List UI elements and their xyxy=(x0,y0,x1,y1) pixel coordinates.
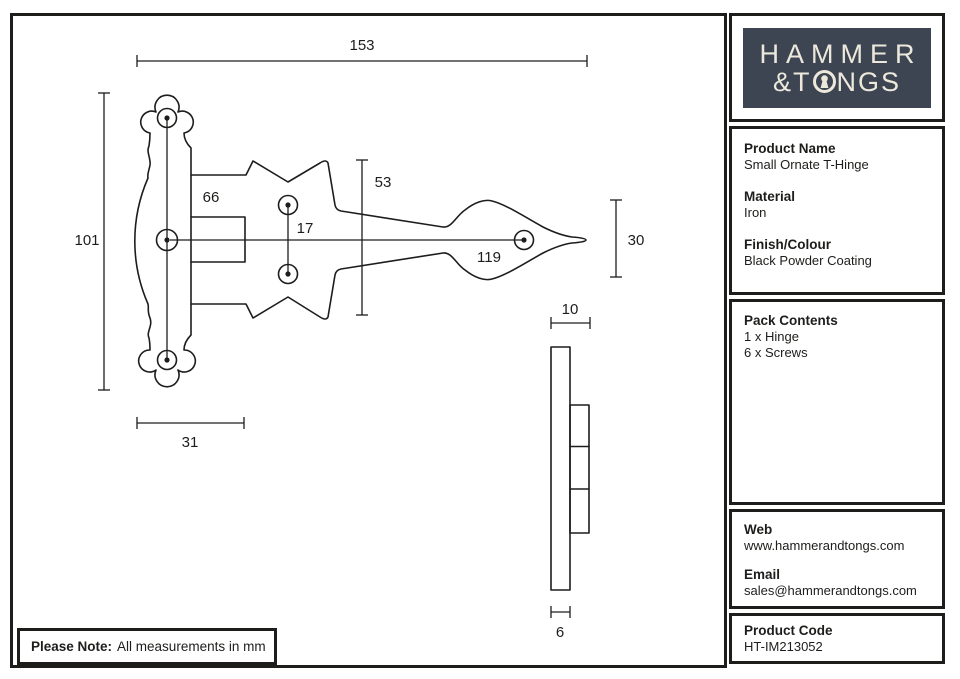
dim-label-10: 10 xyxy=(562,301,579,318)
measurements-note: Please Note: All measurements in mm xyxy=(17,628,277,665)
dim-label-66: 66 xyxy=(203,189,220,206)
logo-line2: &T NGS xyxy=(773,68,901,96)
finish-group: Finish/Colour Black Powder Coating xyxy=(744,237,930,269)
email-value: sales@hammerandtongs.com xyxy=(744,583,917,598)
dim-label-17: 17 xyxy=(297,220,314,237)
web-value: www.hammerandtongs.com xyxy=(744,538,905,553)
pack-contents-box: Pack Contents 1 x Hinge 6 x Screws xyxy=(729,299,945,505)
email-group: Email sales@hammerandtongs.com xyxy=(744,567,930,599)
dimension-17: 17 xyxy=(297,220,314,237)
dimension-101: 101 xyxy=(74,92,110,391)
finish-label: Finish/Colour xyxy=(744,237,831,252)
product-name-value: Small Ornate T-Hinge xyxy=(744,157,869,172)
dim-label-6: 6 xyxy=(556,624,564,641)
dimension-30: 30 xyxy=(610,199,645,278)
dim-label-30: 30 xyxy=(628,232,645,249)
dim-label-53: 53 xyxy=(375,174,392,191)
front-view xyxy=(134,94,587,388)
material-value: Iron xyxy=(744,205,767,220)
web-group: Web www.hammerandtongs.com xyxy=(744,522,930,554)
contact-box: Web www.hammerandtongs.com Email sales@h… xyxy=(729,509,945,609)
hammer-and-tongs-logo: HAMMER &T NGS xyxy=(743,27,931,108)
dimension-153: 153 xyxy=(136,37,588,67)
dimension-119: 119 xyxy=(477,249,501,266)
side-view xyxy=(550,346,590,591)
note-text: All measurements in mm xyxy=(117,639,266,654)
material-label: Material xyxy=(744,189,796,204)
product-name-label: Product Name xyxy=(744,141,836,156)
drawing-frame xyxy=(10,13,727,668)
finish-value: Black Powder Coating xyxy=(744,253,872,268)
logo-box: HAMMER &T NGS xyxy=(729,13,945,122)
dim-label-31: 31 xyxy=(182,434,199,451)
logo-line2-pre: &T xyxy=(772,66,812,97)
logo-line1: HAMMER xyxy=(759,38,922,69)
screw-holes xyxy=(155,107,535,371)
keyhole-icon xyxy=(812,70,836,93)
pack-contents-label: Pack Contents xyxy=(744,313,838,328)
dim-label-101: 101 xyxy=(74,232,99,249)
material-group: Material Iron xyxy=(744,189,930,221)
product-code-value: HT-IM213052 xyxy=(744,639,823,654)
product-name-group: Product Name Small Ornate T-Hinge xyxy=(744,141,930,173)
email-label: Email xyxy=(744,567,781,582)
dimension-6: 6 xyxy=(550,606,571,641)
product-code-label: Product Code xyxy=(744,623,833,638)
pack-item: 1 x Hinge xyxy=(744,329,799,344)
dimension-53: 53 xyxy=(356,159,392,316)
product-code-box: Product Code HT-IM213052 xyxy=(729,613,945,664)
dimension-31: 31 xyxy=(136,417,245,451)
dim-label-119: 119 xyxy=(477,249,501,266)
web-label: Web xyxy=(744,522,773,537)
dimension-66: 66 xyxy=(203,189,220,206)
dim-label-153: 153 xyxy=(349,37,374,54)
pack-item: 6 x Screws xyxy=(744,345,808,360)
product-info-box: Product Name Small Ornate T-Hinge Materi… xyxy=(729,126,945,295)
note-label: Please Note: xyxy=(31,639,113,654)
logo-line2-post: NGS xyxy=(836,66,902,97)
dimension-10: 10 xyxy=(550,301,591,329)
